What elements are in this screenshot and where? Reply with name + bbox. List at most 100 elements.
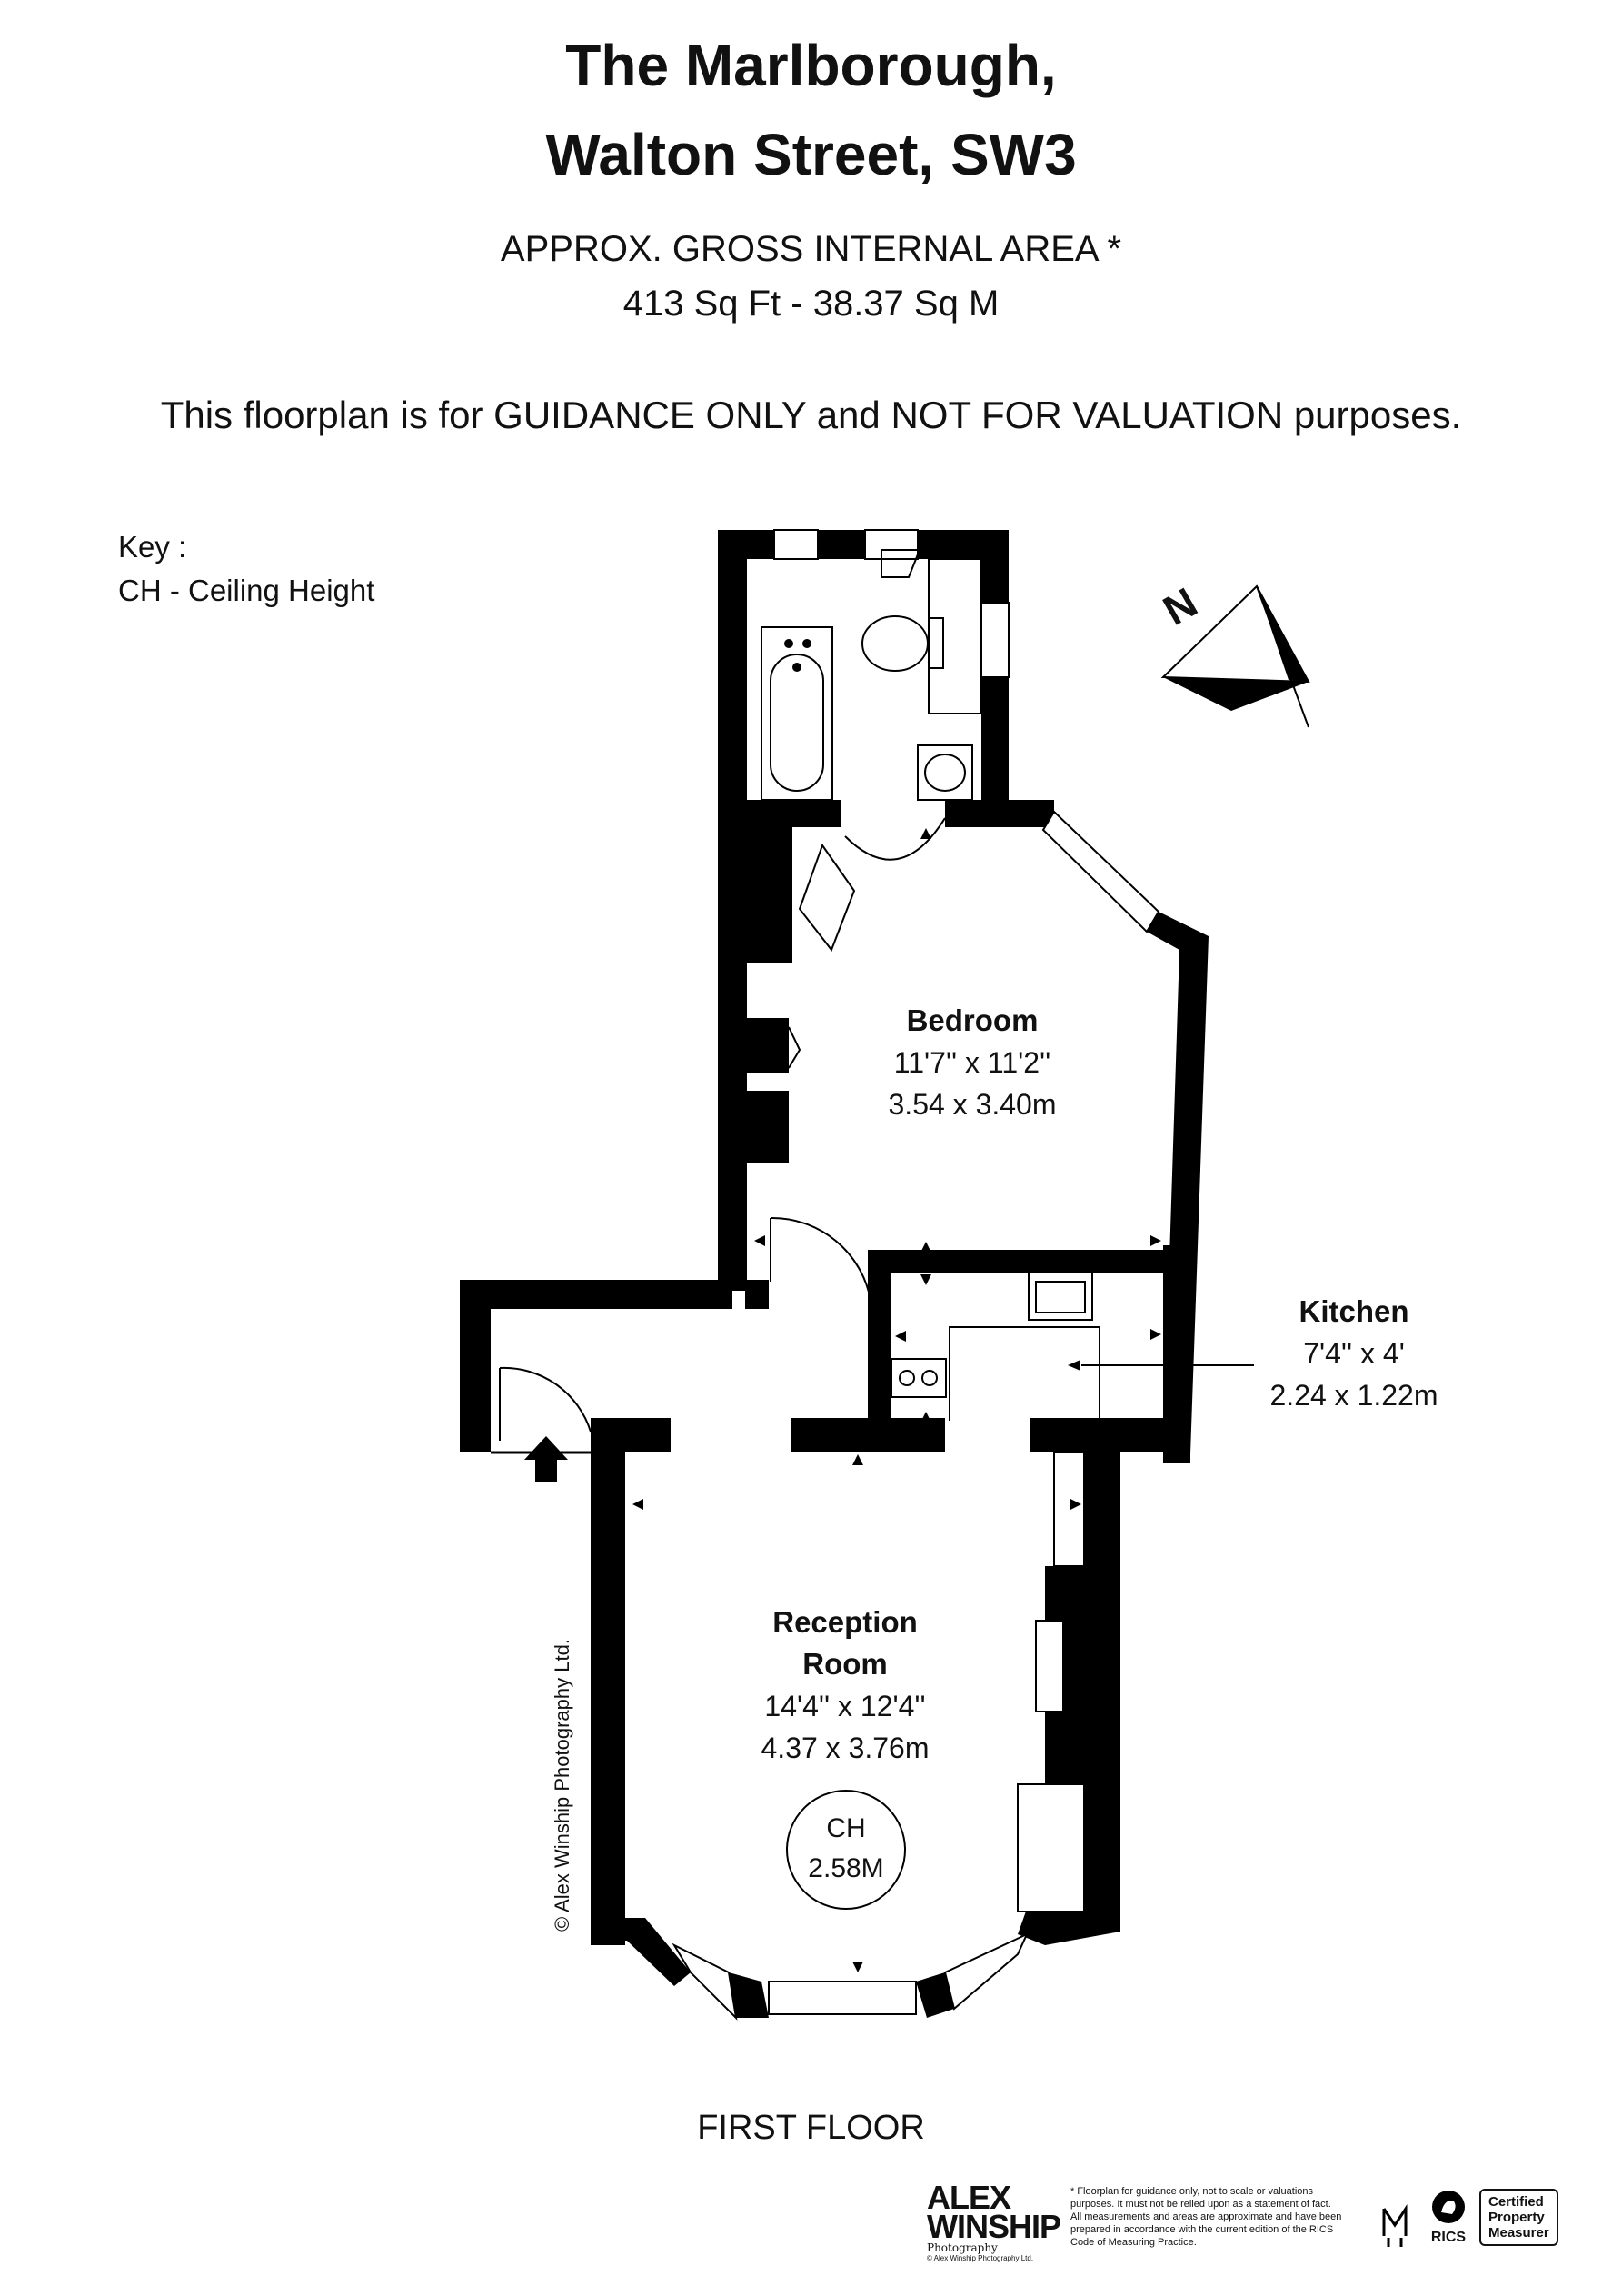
wall-bath-right-upper [981,530,1009,603]
rics-lion-icon [1432,2191,1465,2223]
mm-mark-icon [1381,2191,1408,2249]
kitchen-sink-bowl [1035,1281,1086,1313]
wall-bay-right-pier [916,1972,954,2018]
bath-tap-2 [802,639,811,648]
wall-top-left [718,530,774,559]
entrance-door-swing [499,1366,592,1433]
kitchen-metric: 2.24 x 1.22m [1269,1379,1438,1412]
kitchen-imperial: 7'4'' x 4' [1303,1337,1405,1370]
bath-tap-1 [784,639,793,648]
wall-bath-corner [981,800,1054,827]
plan-title-line2: Walton Street, SW3 [545,122,1077,187]
kitchen-name: Kitchen [1299,1294,1409,1328]
marker-bedroom-bottom [920,1242,931,1253]
wall-bath-bottom-left [747,800,841,827]
wall-bay-left-pier [729,1972,769,2018]
marker-bedroom-right [1150,1235,1161,1246]
fine-print: * Floorplan for guidance only, not to sc… [1070,2186,1342,2248]
room-bedroom: Bedroom 11'7'' x 11'2'' 3.54 x 3.40m [845,1000,1100,1125]
hob-ring-1 [899,1370,915,1386]
logo-small: © Alex Winship Photography Ltd. [927,2254,1034,2262]
bedroom-name: Bedroom [906,1003,1039,1037]
key-panel: Key : CH - Ceiling Height [118,525,374,613]
wall-reception-right-3 [1063,1621,1120,1712]
wall-reception-right-5 [1084,1784,1120,1912]
window-bath-side [980,602,1010,678]
marker-reception-left [632,1499,643,1510]
wall-bed-pier-2 [747,1018,789,1073]
hob [891,1358,947,1398]
alex-winship-logo: ALEX WINSHIP Photography © Alex Winship … [927,2181,1061,2263]
bath [761,626,833,801]
copyright-vertical: © Alex Winship Photography Ltd. [551,1639,573,1932]
wall-landing-top [460,1280,732,1309]
compass-needle [1256,585,1309,728]
reception-imperial: 14'4'' x 12'4'' [764,1690,926,1722]
bath-cabinet [928,558,982,714]
badge-line1: Certified [1488,2194,1544,2210]
logo-line2: WINSHIP [927,2208,1061,2245]
guidance-disclaimer: This floorplan is for GUIDANCE ONLY and … [160,394,1462,436]
marker-kitchen-bottom [920,1412,931,1423]
marker-bedroom-left [754,1235,765,1246]
fixtures [491,549,1254,1910]
bathroom-door-swing [844,817,946,861]
floor-label: FIRST FLOOR [697,2109,925,2147]
bedroom-door-swing [770,1216,871,1301]
bedroom-imperial: 11'7'' x 11'2'' [893,1046,1051,1079]
room-kitchen: Kitchen 7'4'' x 4' 2.24 x 1.22m [1245,1291,1463,1416]
kitchen-sink [1028,1272,1093,1321]
wall-kitchen-top [868,1250,1168,1273]
marker-kitchen-leader [1068,1360,1080,1371]
wall-reception-right-2 [1045,1566,1120,1621]
marker-kitchen-right [1150,1329,1161,1340]
plan-title-line1: The Marlborough, [565,33,1057,98]
logo-sub: Photography [927,2241,998,2254]
wall-reception-right-4 [1045,1712,1120,1784]
north-arrow-icon [1160,584,1310,728]
marker-reception-right [1070,1499,1081,1510]
wall-bay-left-corner [591,1918,691,1986]
marker-bedroom-top [920,828,931,839]
marker-kitchen-top [920,1274,931,1285]
window-reception-1 [1053,1452,1085,1567]
wall-kitchen-left [868,1250,891,1423]
ceiling-height-circle [786,1790,906,1910]
wall-left-bath-bed [718,530,747,1291]
key-item-ceiling-height: CH - Ceiling Height [118,574,375,607]
wall-bed-right-angled [1147,912,1209,1454]
marker-kitchen-left [895,1331,906,1342]
window-bath-top-right [864,529,919,560]
entrance-arrow-icon [524,1436,568,1482]
wc-cistern [881,549,921,578]
wall-landing-left [460,1280,491,1452]
compass-shade-1 [1257,586,1309,682]
rics-logo: RICS [1425,2189,1472,2246]
window-bedroom [1041,810,1160,933]
ceiling-height-value: 2.58M [808,1853,884,1883]
walls [460,530,1209,2018]
reception-metric: 4.37 x 3.76m [761,1732,930,1764]
badge-line2: Property [1488,2210,1545,2225]
wall-reception-top-right [1030,1418,1190,1452]
basin-bowl [924,754,966,792]
marker-reception-top [852,1454,863,1465]
wall-reception-left [591,1418,625,1945]
room-reception: Reception Room 14'4'' x 12'4'' 4.37 x 3.… [718,1602,972,1769]
wall-top-mid [818,530,865,559]
dimension-markers [524,828,1161,1972]
bedroom-metric: 3.54 x 3.40m [888,1088,1057,1121]
window-bay-centre [768,1981,917,2015]
wall-bath-bottom-right [945,800,981,827]
window-bath-top-left [773,529,819,560]
marker-reception-bottom [852,1962,863,1972]
basin [917,744,973,801]
badge-line3: Measurer [1488,2225,1549,2241]
reception-name-line2: Room [802,1647,888,1681]
rics-label: RICS [1430,2230,1467,2245]
cupboard-door [798,843,856,953]
hob-ring-2 [921,1370,938,1386]
wall-landing-join [745,1280,769,1309]
wc-pan [861,615,929,672]
